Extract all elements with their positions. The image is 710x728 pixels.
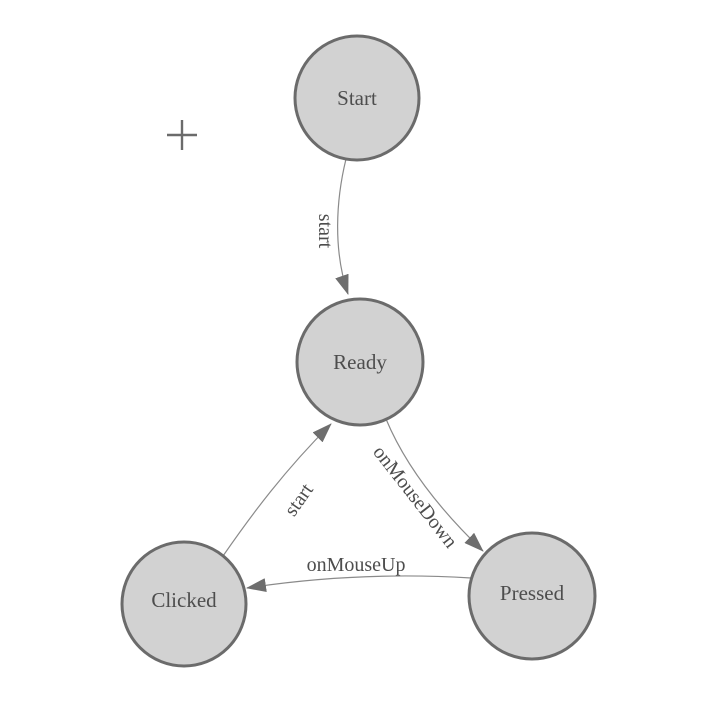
node-ready-label: Ready bbox=[333, 350, 387, 374]
edge-clicked-to-ready[interactable]: start bbox=[222, 423, 332, 557]
edge-line[interactable] bbox=[335, 158, 349, 295]
node-clicked-label: Clicked bbox=[151, 588, 217, 612]
edge-line[interactable] bbox=[385, 418, 484, 552]
plus-crosshair-icon bbox=[167, 120, 197, 150]
edge-label-onmousedown: onMouseDown bbox=[368, 442, 461, 553]
edge-ready-to-pressed[interactable]: onMouseDown bbox=[368, 418, 484, 553]
node-clicked-circle bbox=[120, 540, 248, 668]
node-ready-circle bbox=[295, 297, 425, 427]
node-pressed[interactable]: Pressed bbox=[467, 531, 597, 661]
edge-line[interactable] bbox=[246, 575, 472, 593]
edge-label-start-vertical: start bbox=[314, 214, 336, 249]
edge-start-to-ready[interactable]: start bbox=[314, 158, 349, 295]
node-start-circle bbox=[293, 34, 421, 162]
node-ready[interactable]: Ready bbox=[295, 297, 425, 427]
node-start[interactable]: Start bbox=[293, 34, 421, 162]
edge-label-onmouseup: onMouseUp bbox=[307, 554, 406, 576]
node-pressed-label: Pressed bbox=[500, 581, 565, 605]
node-pressed-circle bbox=[467, 531, 597, 661]
node-start-label: Start bbox=[337, 86, 377, 110]
edge-label-start-diagonal: start bbox=[280, 479, 318, 520]
edge-line[interactable] bbox=[222, 423, 332, 557]
node-clicked[interactable]: Clicked bbox=[120, 540, 248, 668]
edge-pressed-to-clicked[interactable]: onMouseUp bbox=[246, 554, 472, 593]
